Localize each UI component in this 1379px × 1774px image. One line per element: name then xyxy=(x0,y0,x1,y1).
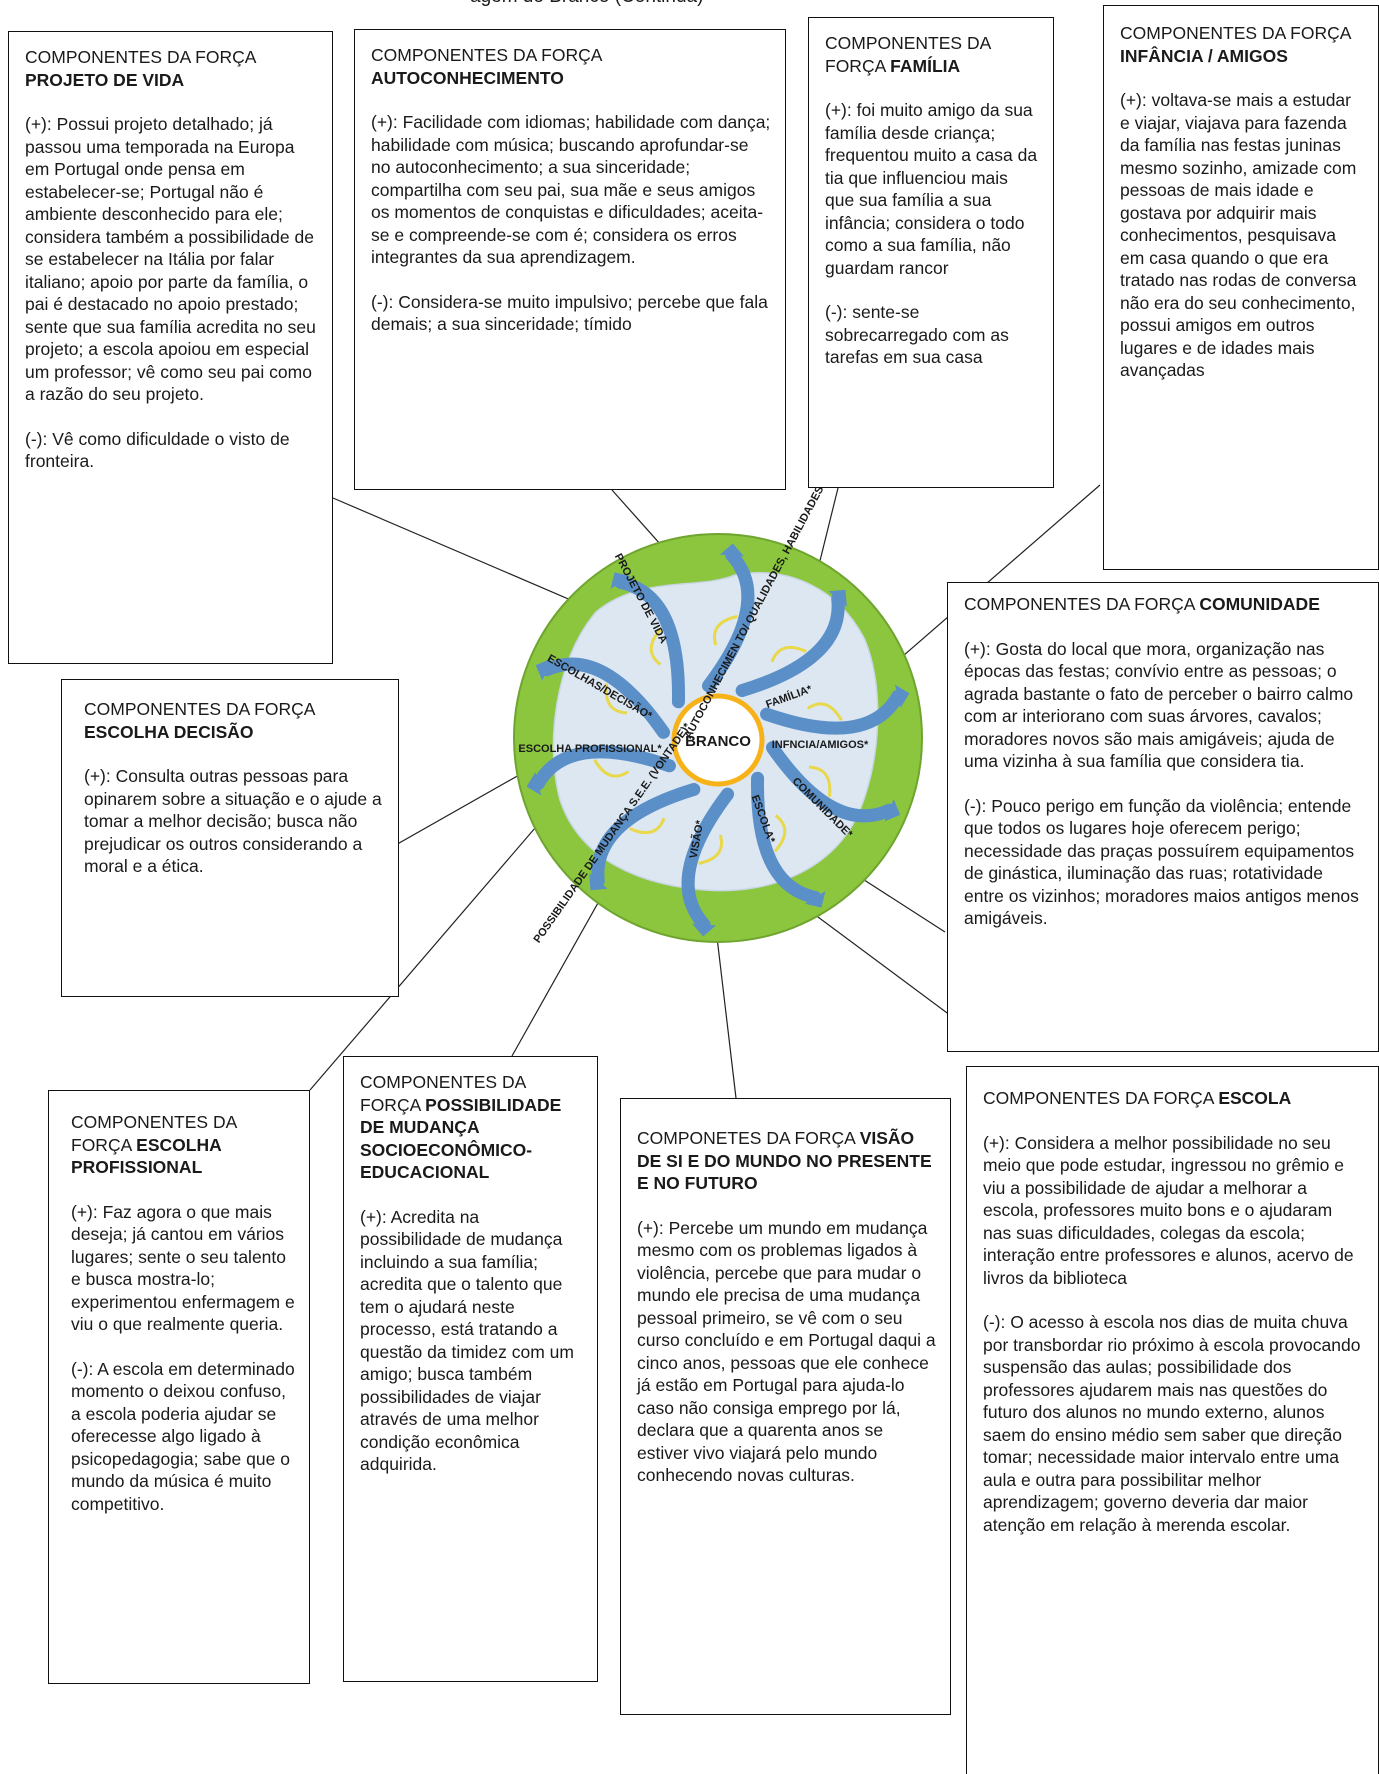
center-label: BRANCO xyxy=(685,733,751,750)
box-negative: (-): Considera-se muito impulsivo; perce… xyxy=(371,291,768,335)
swirl-arrowhead xyxy=(526,772,542,796)
yellow-arrow xyxy=(604,683,628,715)
box-title: COMPONENTES DA FORÇA ESCOLA xyxy=(983,1088,1292,1108)
center-circle xyxy=(671,693,765,787)
box-positive: (+): foi muito amigo da sua família desd… xyxy=(825,100,1038,278)
swirl-arrow xyxy=(701,549,755,693)
swirl-arrow xyxy=(540,657,671,739)
swirl-arrowhead xyxy=(589,873,608,891)
box-positive: (+): Acredita na possibilidade de mudanç… xyxy=(360,1206,574,1475)
box-title: COMPONETES DA FORÇA VISÃO DE SI E DO MUN… xyxy=(637,1128,932,1193)
box-projeto-vida: COMPONENTES DA FORÇA PROJETO DE VIDA (+)… xyxy=(8,31,333,664)
wheel-label: INFNCIA/AMIGOS* xyxy=(772,739,869,751)
box-negative: (-): Pouco perigo em função da violência… xyxy=(964,795,1359,929)
swirl-arrowhead xyxy=(535,658,552,681)
swirl-arrow xyxy=(681,787,735,931)
box-title: COMPONENTES DA FORÇA ESCOLHA PROFISSIONA… xyxy=(71,1112,237,1177)
box-positive: (+): Consulta outras pessoas para opinar… xyxy=(84,766,382,876)
yellow-arrow xyxy=(713,615,738,646)
connector-possibilidade xyxy=(511,877,613,1057)
box-title: COMPONENTES DA FORÇA PROJETO DE VIDA xyxy=(25,47,256,90)
box-autoconhecimento: COMPONENTES DA FORÇA AUTOCONHECIMENTO (+… xyxy=(354,29,786,490)
box-negative: (-): sente-se sobrecarregado com as tare… xyxy=(825,302,1009,367)
box-infancia-amigos: COMPONENTES DA FORÇA INFÂNCIA / AMIGOS (… xyxy=(1103,5,1379,570)
box-negative: (-): A escola em determinado momento o d… xyxy=(71,1358,295,1514)
box-positive: (+): Possui projeto detalhado; já passou… xyxy=(25,114,316,404)
swirl-arrow xyxy=(751,771,822,904)
box-escolha-decisao: COMPONENTES DA FORÇA ESCOLHA DECISÃO (+)… xyxy=(61,679,399,997)
box-positive: (+): Gosta do local que mora, organizaçã… xyxy=(964,638,1354,772)
swirl-arrow xyxy=(735,592,845,698)
yellow-arrow xyxy=(773,814,787,853)
box-title: COMPONENTES DA FORÇA INFÂNCIA / AMIGOS xyxy=(1120,23,1351,66)
yellow-arrow xyxy=(806,702,843,722)
header-fragment: agem do Branco (Continua) xyxy=(470,0,703,8)
box-positive: (+): Facilidade com idiomas; habilidade … xyxy=(371,112,771,267)
swirl-arrowhead xyxy=(884,799,901,822)
box-positive: (+): voltava-se mais a estudar e viajar,… xyxy=(1120,90,1357,380)
yellow-arrow xyxy=(770,645,807,663)
yellow-arrow xyxy=(698,834,723,865)
swirl-arrowhead xyxy=(692,923,717,937)
box-escolha-profissional: COMPONENTES DA FORÇA ESCOLHA PROFISSIONA… xyxy=(48,1090,310,1684)
wheel-label: ESCOLHA PROFISSIONAL* xyxy=(518,743,662,755)
yellow-arrows xyxy=(593,615,843,865)
swirl-arrowhead xyxy=(828,589,847,607)
swirl-arrowhead xyxy=(610,572,632,589)
swirl-arrow xyxy=(765,741,896,823)
swirl-arrow xyxy=(591,782,701,888)
box-negative: (-): O acesso à escola nos dias de muita… xyxy=(983,1312,1361,1535)
box-title: COMPONENTES DA FORÇA FAMÍLIA xyxy=(825,33,991,76)
yellow-arrow xyxy=(593,758,630,778)
swirl-arrowhead xyxy=(719,543,744,557)
box-title: COMPONENTES DA FORÇA COMUNIDADE xyxy=(964,594,1320,614)
box-title: COMPONENTES DA FORÇA POSSIBILIDADE DE MU… xyxy=(360,1072,562,1182)
swirl-arrow xyxy=(760,689,905,735)
swirl-arrowhead xyxy=(804,891,826,908)
yellow-arrow xyxy=(629,817,666,835)
box-title: COMPONENTES DA FORÇA AUTOCONHECIMENTO xyxy=(371,45,602,88)
swirl-arrow xyxy=(531,745,676,791)
yellow-arrow xyxy=(649,627,663,666)
box-familia: COMPONENTES DA FORÇA FAMÍLIA (+): foi mu… xyxy=(808,17,1054,488)
swirl-arrowhead xyxy=(894,684,910,708)
swirl-arrow xyxy=(614,576,685,709)
box-negative: (-): Vê como dificuldade o visto de fron… xyxy=(25,428,290,472)
yellow-arrow xyxy=(808,765,832,797)
swirl-arrows xyxy=(531,549,905,931)
box-escola: COMPONENTES DA FORÇA ESCOLA (+): Conside… xyxy=(966,1066,1379,1774)
box-positive: (+): Considera a melhor possibilidade no… xyxy=(983,1132,1354,1288)
box-visao: COMPONETES DA FORÇA VISÃO DE SI E DO MUN… xyxy=(620,1098,951,1715)
box-title: COMPONENTES DA FORÇA ESCOLHA DECISÃO xyxy=(84,699,315,742)
box-possibilidade-mudanca: COMPONENTES DA FORÇA POSSIBILIDADE DE MU… xyxy=(343,1056,598,1682)
box-positive: (+): Faz agora o que mais deseja; já can… xyxy=(71,1201,295,1335)
connector-escolha-profissional xyxy=(309,777,579,1091)
box-comunidade: COMPONENTES DA FORÇA COMUNIDADE (+): Gos… xyxy=(947,582,1379,1052)
swirl-arrowheads xyxy=(526,543,910,937)
box-positive: (+): Percebe um mundo em mudança mesmo c… xyxy=(637,1217,936,1486)
